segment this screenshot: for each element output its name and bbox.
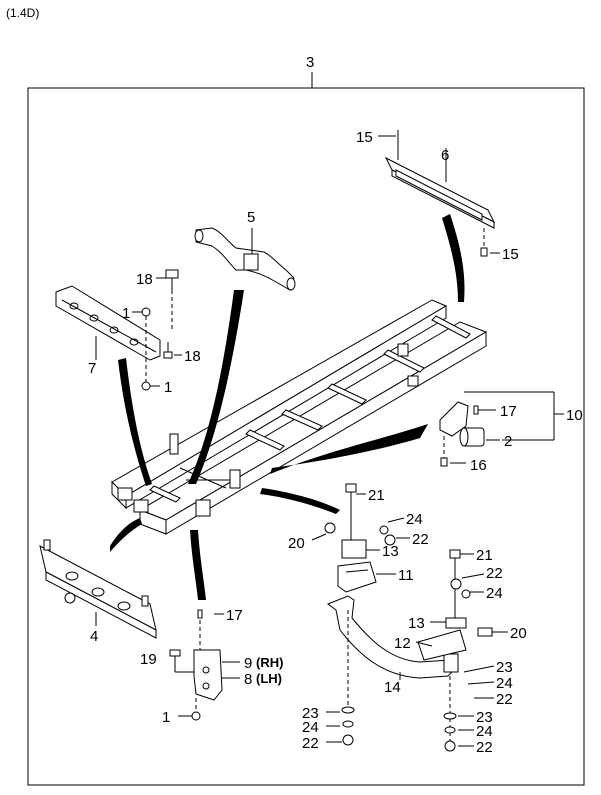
callout-21-upper: 21 [368,487,385,504]
callout-1-mid: 1 [164,379,172,396]
callout-24-upper: 24 [406,511,423,528]
callout-3: 3 [306,54,314,71]
callout-10: 10 [566,407,583,424]
callout-22-lower-right-a: 22 [496,691,513,708]
callout-22-right: 22 [476,739,493,756]
callout-19: 19 [140,651,157,668]
callout-12: 12 [394,635,411,652]
variant-label: (1.4D) [6,6,40,20]
callout-17-lower: 17 [226,607,243,624]
part-8-9-bracket [193,649,223,701]
callout-8-side: (LH) [256,671,282,686]
part-14-stabilizer-bar [326,595,459,679]
callout-1-upper: 1 [122,305,130,322]
callout-15-bottom: 15 [502,246,519,263]
callout-22-upper: 22 [412,531,429,548]
callout-21-lower: 21 [476,547,493,564]
callout-1-bottom: 1 [162,709,170,726]
callout-23-right: 23 [476,709,493,726]
callout-24-left: 24 [302,719,319,736]
callout-16: 16 [470,457,487,474]
callout-20-upper: 20 [288,535,305,552]
callout-14: 14 [384,679,401,696]
callout-18-lower: 18 [184,348,201,365]
callout-6: 6 [441,147,449,164]
callout-2: 2 [504,433,512,450]
callout-23-upper: 23 [496,659,513,676]
callout-9-side: (RH) [256,655,283,670]
callout-17-upper: 17 [500,403,517,420]
callout-13-upper: 13 [382,543,399,560]
callout-9: 9 [244,655,252,672]
callout-22-left: 22 [302,735,319,752]
callout-5: 5 [247,209,255,226]
callout-23-left: 23 [302,705,319,722]
part-11-bracket [337,561,377,593]
callout-24-mid: 24 [486,585,503,602]
callout-8: 8 [244,671,252,688]
callout-4: 4 [90,628,98,645]
part-2-bushing [439,401,485,447]
part-5-cross-tube [194,227,296,291]
part-4-bumper-bracket [39,539,157,639]
part-7-front-crossmember [55,285,161,361]
assembly-frame-border [27,87,585,786]
callout-20-lower: 20 [510,625,527,642]
callout-24-right: 24 [476,723,493,740]
callout-11: 11 [398,567,414,584]
callout-18-upper: 18 [136,271,153,288]
callout-22-mid: 22 [486,565,503,582]
callout-24-lower-right: 24 [496,675,513,692]
part-6-rear-bracket [384,148,496,229]
callout-7: 7 [88,360,96,377]
callout-15-top: 15 [356,129,373,146]
callout-13-lower: 13 [408,615,425,632]
